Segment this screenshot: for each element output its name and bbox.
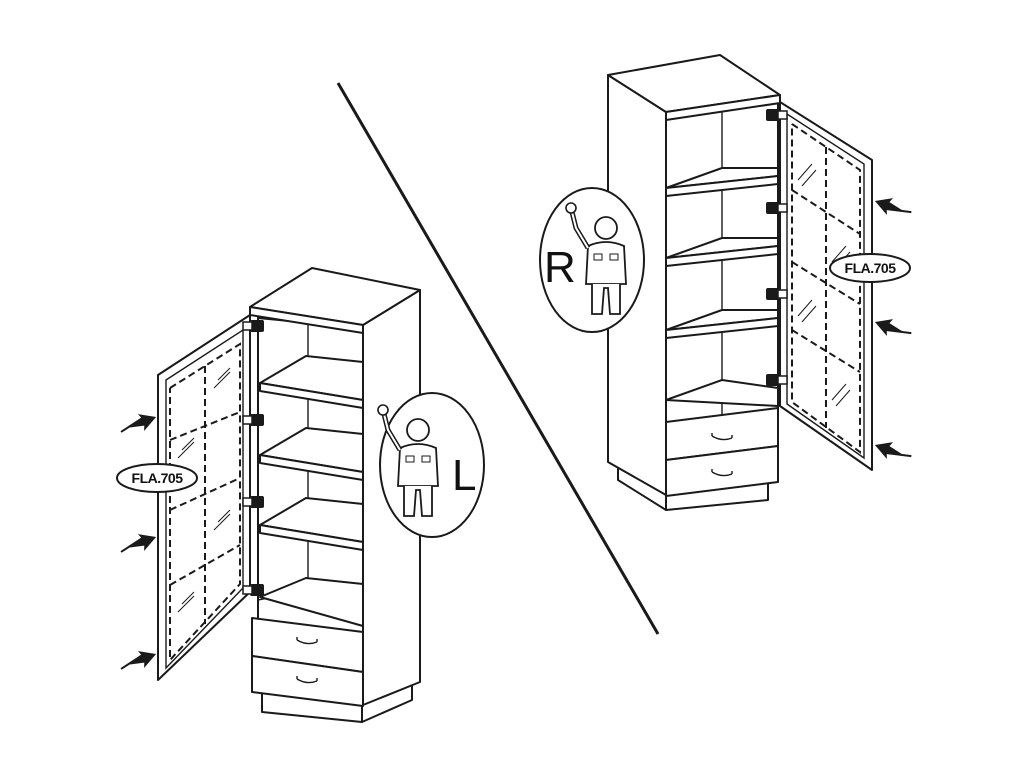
hinge-icon [765, 201, 788, 215]
arrow-icon [116, 407, 161, 440]
drawer-handle-icon [296, 676, 318, 684]
hinge-icon [765, 287, 788, 301]
arrow-icon [870, 191, 915, 224]
part-code-right: FLA.705 [845, 260, 897, 276]
hinge-icon [242, 495, 265, 509]
arrow-icon [116, 644, 161, 677]
divider-line [336, 82, 660, 635]
hand-letter-left: L [452, 451, 476, 500]
hand-letter-right: R [544, 243, 576, 292]
part-code-left: FLA.705 [132, 470, 184, 486]
drawer-handle-icon [296, 637, 318, 645]
part-code-bubble-left [116, 463, 198, 493]
hinge-icon [242, 583, 265, 597]
arrow-icon [870, 312, 915, 345]
left-hand-bubble: L [378, 392, 485, 538]
right-cabinet [607, 54, 915, 511]
hinge-icon [765, 373, 788, 387]
hinge-icon [242, 319, 265, 333]
right-hand-bubble: R [539, 187, 645, 333]
part-code-bubble-right [829, 253, 911, 283]
arrow-icon [116, 527, 161, 560]
arrow-icon [870, 435, 915, 468]
drawer-handle-icon [711, 469, 733, 477]
hinge-icon [242, 413, 265, 427]
left-cabinet [116, 267, 421, 723]
drawer-handle-icon [711, 433, 733, 441]
hinge-icon [765, 108, 788, 122]
